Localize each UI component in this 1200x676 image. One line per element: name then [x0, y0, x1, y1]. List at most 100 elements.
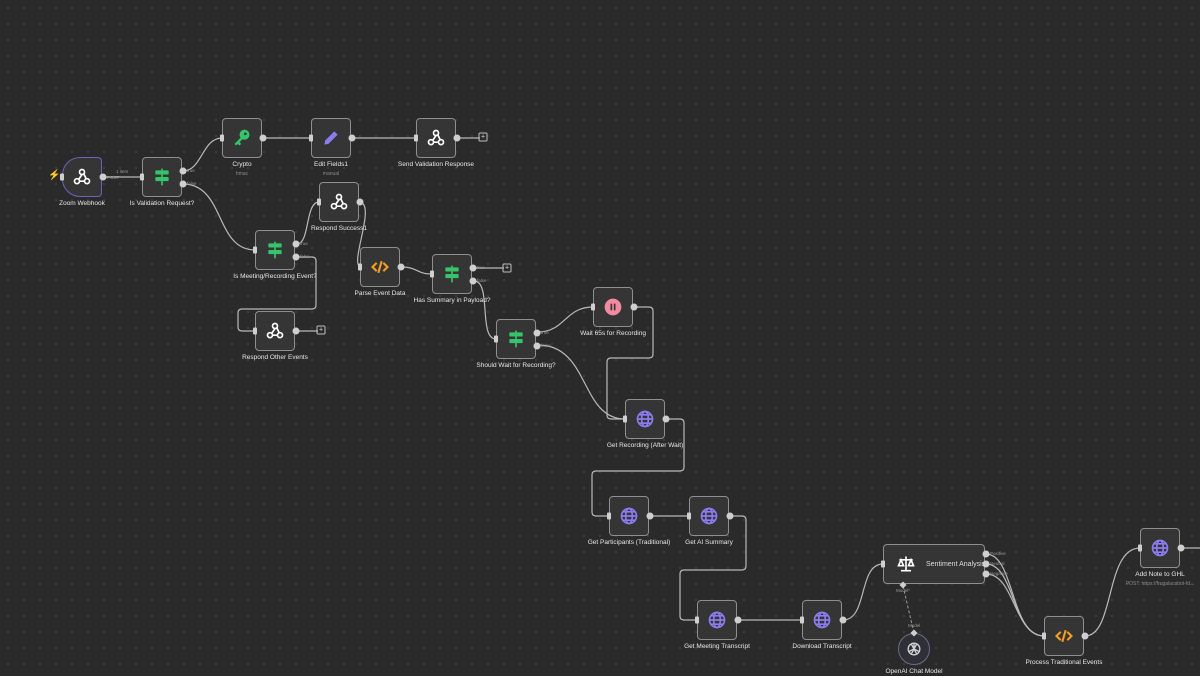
connection-line[interactable] — [1084, 547, 1141, 637]
output-port[interactable] — [469, 264, 477, 272]
output-port[interactable] — [348, 134, 356, 142]
connection-line[interactable] — [182, 137, 223, 172]
output-port[interactable] — [630, 303, 638, 311]
output-port[interactable] — [292, 327, 300, 335]
output-port[interactable] — [397, 263, 405, 271]
connection-line[interactable] — [842, 563, 884, 621]
output-label-false: false — [541, 343, 551, 348]
node-download-transcript[interactable] — [802, 600, 842, 640]
model-connection-dashed[interactable] — [902, 585, 915, 634]
output-port[interactable] — [292, 253, 300, 261]
output-port[interactable] — [726, 512, 734, 520]
output-port[interactable] — [982, 560, 990, 568]
connection-line[interactable] — [182, 183, 256, 251]
node-label: Get Participants (Traditional) — [587, 539, 671, 546]
node-respond-success[interactable] — [319, 182, 359, 222]
input-port[interactable] — [494, 335, 498, 343]
output-label-positive: Positive — [990, 551, 1006, 556]
input-port[interactable] — [607, 512, 611, 520]
node-is-validation[interactable] — [142, 157, 182, 197]
input-port[interactable] — [414, 134, 418, 142]
node-get-transcript[interactable] — [697, 600, 737, 640]
input-port[interactable] — [358, 263, 362, 271]
webhook-icon — [265, 321, 285, 341]
connection-line[interactable] — [606, 306, 654, 420]
input-port[interactable] — [220, 134, 224, 142]
connection-line[interactable] — [400, 266, 433, 275]
output-port[interactable] — [982, 570, 990, 578]
node-parse-event[interactable] — [360, 247, 400, 287]
node-label: Get Recording (After Wait) — [606, 442, 684, 449]
input-port[interactable] — [1138, 544, 1142, 552]
connection-line[interactable] — [237, 256, 317, 332]
node-wait-65[interactable] — [593, 287, 633, 327]
node-is-meeting[interactable] — [255, 230, 295, 270]
input-port[interactable] — [140, 173, 144, 181]
node-process-traditional[interactable] — [1044, 616, 1084, 656]
input-port[interactable] — [623, 415, 627, 423]
output-port[interactable] — [99, 173, 107, 181]
output-port[interactable] — [179, 167, 187, 175]
node-get-participants[interactable] — [609, 496, 649, 536]
output-label-false: false — [187, 181, 197, 186]
input-port[interactable] — [1042, 632, 1046, 640]
input-port[interactable] — [253, 327, 257, 335]
input-port[interactable] — [800, 616, 804, 624]
input-port[interactable] — [687, 512, 691, 520]
node-send-validation[interactable] — [416, 118, 456, 158]
input-port[interactable] — [309, 134, 313, 142]
connection-line[interactable] — [679, 515, 747, 621]
node-sentiment[interactable]: Sentiment Analysis — [883, 544, 985, 584]
node-label: Respond Other Events — [242, 354, 308, 361]
node-get-recording[interactable] — [625, 399, 665, 439]
node-label: Wait 65s for Recording — [580, 330, 646, 337]
output-port[interactable] — [839, 616, 847, 624]
node-label: Parse Event Data — [354, 290, 406, 297]
input-port[interactable] — [253, 246, 257, 254]
input-port[interactable] — [317, 198, 321, 206]
input-port[interactable] — [695, 616, 699, 624]
input-port[interactable] — [881, 560, 885, 568]
output-port[interactable] — [734, 616, 742, 624]
node-add-note[interactable] — [1140, 528, 1180, 568]
output-port[interactable] — [1081, 632, 1089, 640]
add-node-button[interactable]: + — [478, 132, 488, 142]
output-label-negative: Negative — [990, 571, 1008, 576]
connection-line[interactable] — [537, 306, 594, 333]
output-port[interactable] — [179, 180, 187, 188]
output-port[interactable] — [469, 277, 477, 285]
add-node-button[interactable]: + — [316, 325, 326, 335]
input-port[interactable] — [430, 270, 434, 278]
output-port[interactable] — [1177, 544, 1185, 552]
add-node-button[interactable]: + — [502, 263, 512, 273]
webhook-icon — [72, 167, 92, 187]
output-label-true: true — [477, 265, 485, 270]
model-port-label: Model* — [896, 588, 911, 593]
node-respond-other[interactable] — [255, 311, 295, 351]
output-port[interactable] — [662, 415, 670, 423]
connection-line[interactable] — [473, 280, 497, 340]
node-should-wait[interactable] — [496, 319, 536, 359]
connection-line[interactable] — [985, 573, 1045, 637]
node-crypto[interactable] — [222, 118, 262, 158]
pause-icon — [603, 297, 623, 317]
node-zoom-webhook[interactable] — [62, 157, 102, 197]
connection-line[interactable] — [537, 344, 626, 420]
node-has-summary[interactable] — [432, 254, 472, 294]
output-port[interactable] — [453, 134, 461, 142]
input-port[interactable] — [591, 303, 595, 311]
output-port[interactable] — [533, 329, 541, 337]
node-openai[interactable] — [898, 633, 930, 665]
output-port[interactable] — [982, 550, 990, 558]
output-port[interactable] — [292, 240, 300, 248]
output-port[interactable] — [646, 512, 654, 520]
output-port[interactable] — [356, 198, 364, 206]
input-port[interactable] — [60, 173, 64, 181]
connection-line[interactable] — [296, 201, 320, 245]
node-edit-fields[interactable] — [311, 118, 351, 158]
output-port[interactable] — [259, 134, 267, 142]
node-get-ai-summary[interactable] — [689, 496, 729, 536]
node-label: Get AI Summary — [685, 539, 733, 546]
output-port[interactable] — [533, 342, 541, 350]
connection-line[interactable] — [591, 418, 685, 517]
